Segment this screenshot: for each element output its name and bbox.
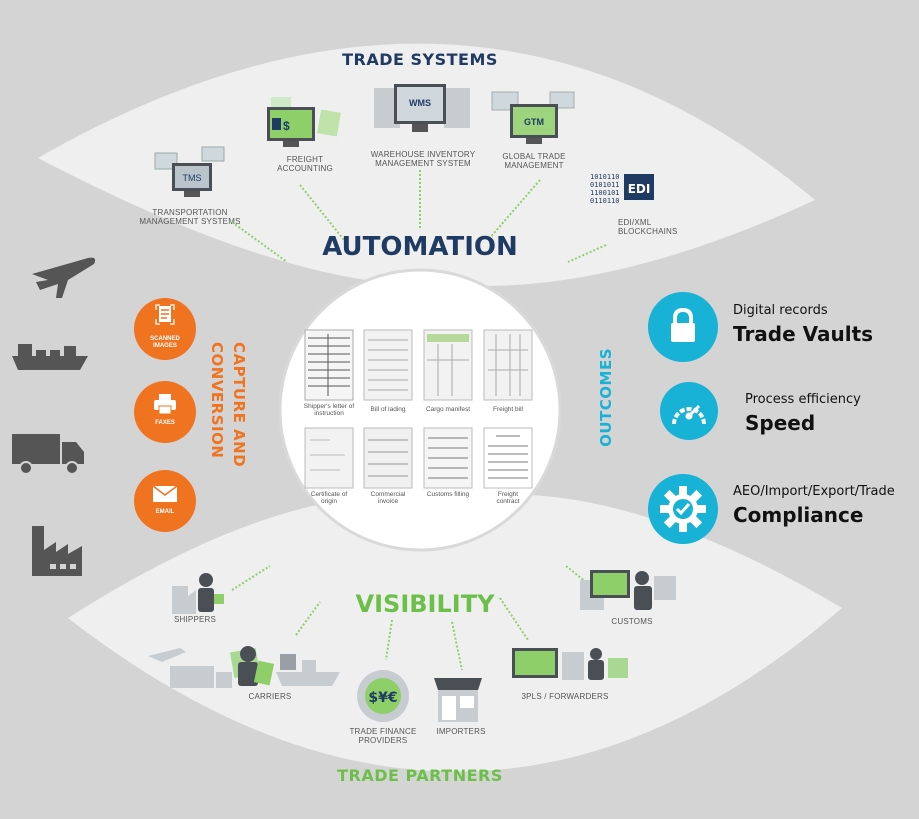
envelope-icon (152, 485, 178, 502)
tms-illustration: TMS (154, 146, 225, 197)
freight-connector (299, 184, 349, 246)
edi-connector (567, 244, 607, 263)
speed-title: Speed (745, 411, 816, 435)
doc-caption-shippers-letter: Shipper's letter of instruction (303, 403, 355, 418)
importers-connector (451, 621, 463, 671)
doc-caption-customs-filling: Customs filling (426, 491, 470, 498)
customs-illustration (580, 570, 676, 610)
dollar-symbol-icon: $ (283, 119, 290, 133)
shippers-connector (231, 565, 271, 591)
importers-label: IMPORTERS (436, 727, 486, 736)
trade-partners-title: TRADE PARTNERS (337, 766, 503, 785)
doc-thumb-shippers-letter (304, 329, 354, 401)
gtm-connector (487, 179, 541, 241)
forwarders-label: 3PLs / FORWARDERS (521, 692, 609, 701)
forwarders-illustration (512, 648, 628, 680)
top-lens (38, 43, 815, 286)
shippers-illustration (172, 573, 224, 614)
doc-caption-cargo-manifest: Cargo manifest (425, 406, 471, 413)
speedometer-icon (672, 404, 706, 425)
airplane-icon (32, 257, 96, 298)
automation-banner: AUTOMATION (322, 232, 518, 262)
tms-connector (231, 221, 288, 263)
bottom-lens (68, 494, 842, 772)
scanned-images-badge: SCANNED IMAGES (134, 298, 196, 360)
shippers-label: SHIPPERS (173, 615, 217, 624)
gtm-label: GLOBAL TRADE MANAGEMENT (502, 152, 566, 171)
factory-icon (32, 526, 82, 576)
forwarders-connector (499, 597, 529, 641)
printer-icon (154, 394, 176, 415)
trade-systems-title: TRADE SYSTEMS (342, 50, 498, 69)
gtm-screen-text: GTM (524, 117, 544, 127)
gtm-illustration: GTM (491, 91, 575, 144)
customs-connector (565, 565, 587, 583)
tms-label: TRANSPORTATION MANAGEMENT SYSTEMS (139, 208, 241, 227)
currency-symbols-icon: $¥€ (368, 690, 397, 706)
wms-label: WAREHOUSE INVENTORY MANAGEMENT SYSTEM (370, 150, 476, 169)
doc-caption-commercial-invoice: Commercial invoice (370, 491, 406, 506)
edi-label: EDI/XML BLOCKCHAINS (618, 218, 678, 237)
doc-thumb-bill-of-lading (363, 329, 413, 401)
wms-illustration: WMS (374, 84, 470, 132)
speed-badge (660, 382, 718, 440)
freight-accounting-illustration: $ (267, 97, 341, 147)
doc-caption-certificate-of-origin: Certificate of origin (310, 491, 348, 506)
svg-text:0110110: 0110110 (590, 197, 620, 205)
importers-illustration (434, 678, 482, 722)
doc-caption-bill-of-lading: Bill of lading (370, 406, 406, 413)
gear-check-icon (660, 486, 706, 532)
capture-title-line2: CONVERSION (208, 342, 226, 459)
doc-thumb-freight-bill (483, 329, 533, 401)
trade-finance-label: TRADE FINANCE PROVIDERS (349, 727, 417, 746)
scanned-images-label: SCANNED IMAGES (150, 336, 180, 349)
lock-icon (671, 308, 695, 342)
doc-thumb-commercial-invoice (363, 427, 413, 489)
compliance-badge (648, 474, 718, 544)
doc-caption-freight-bill: Freight bill (493, 406, 523, 413)
carriers-connector (295, 601, 321, 636)
carriers-illustration (148, 646, 340, 688)
customs-label: CUSTOMS (611, 617, 653, 626)
ship-icon (12, 344, 88, 370)
trade-finance-illustration: $¥€ (357, 670, 409, 722)
edi-illustration: 1010110 0101011 1100101 0110110 EDI (590, 173, 654, 205)
trade-vaults-title: Trade Vaults (733, 322, 874, 346)
svg-text:0101011: 0101011 (590, 181, 620, 189)
doc-caption-freight-contract: Freight contract (496, 491, 520, 506)
visibility-banner: VISIBILITY (355, 590, 495, 618)
freight-accounting-label: FREIGHT ACCOUNTING (277, 155, 333, 174)
compliance-caption: AEO/Import/Export/Trade (733, 484, 895, 499)
wms-screen-text: WMS (409, 98, 431, 108)
carriers-label: CARRIERS (248, 692, 292, 701)
doc-thumb-cargo-manifest (423, 329, 473, 401)
compliance-title: Compliance (733, 503, 864, 527)
svg-text:1010110: 1010110 (590, 173, 620, 181)
scanner-icon (155, 304, 175, 325)
speed-caption: Process efficiency (745, 392, 861, 407)
doc-thumb-freight-contract (483, 427, 533, 489)
faxes-badge: FAXES (134, 381, 196, 443)
edi-badge-text: EDI (628, 182, 651, 196)
trade-vaults-caption: Digital records (733, 303, 828, 318)
doc-thumb-customs-filling (423, 427, 473, 489)
finance-connector (385, 619, 393, 661)
faxes-label: FAXES (155, 420, 175, 426)
svg-text:1100101: 1100101 (590, 189, 620, 197)
capture-title-line1: CAPTURE AND (230, 342, 248, 468)
doc-thumb-certificate-of-origin (304, 427, 354, 489)
tms-screen-text: TMS (183, 173, 202, 183)
email-badge: EMAIL (134, 470, 196, 532)
email-label: EMAIL (155, 509, 175, 515)
truck-icon (12, 434, 84, 475)
trade-vaults-badge (648, 292, 718, 362)
